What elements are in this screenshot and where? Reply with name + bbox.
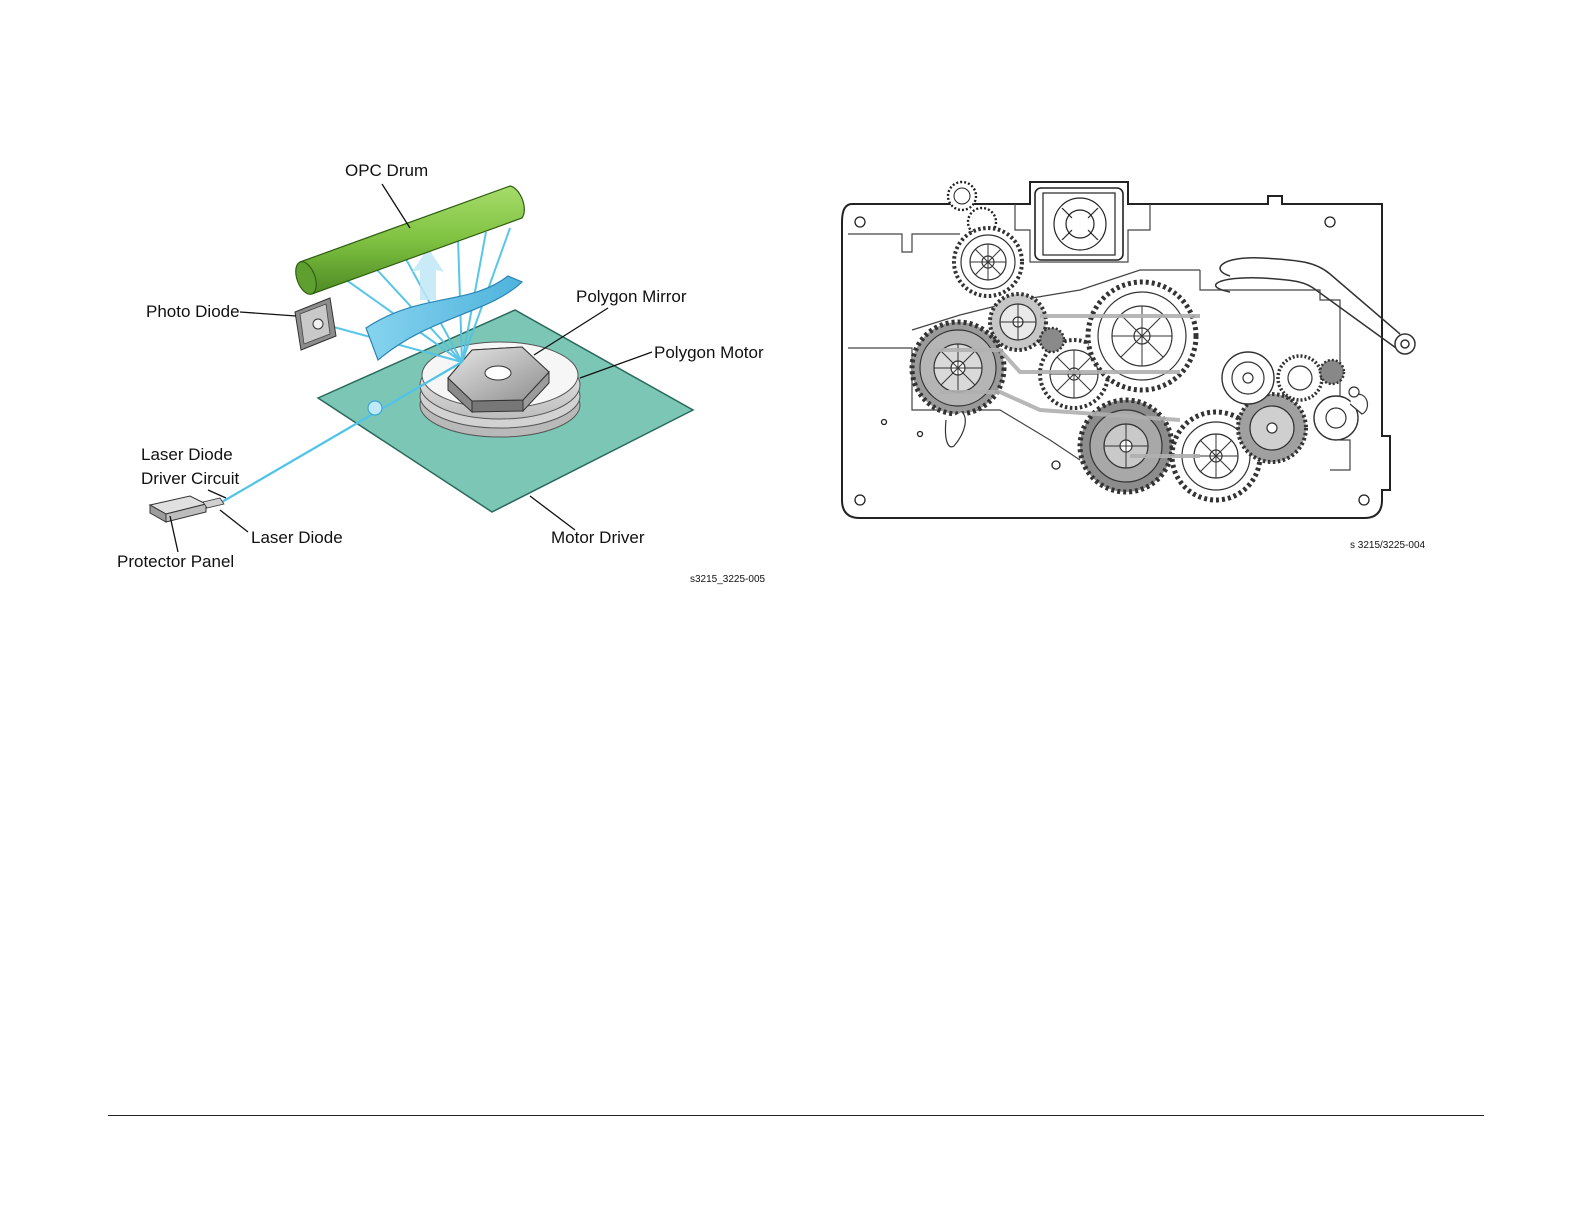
photo-diode	[295, 298, 336, 350]
label-laser-diode: Laser Diode	[251, 528, 343, 547]
label-laser-diode-driver-line1: Laser Diode	[141, 445, 233, 464]
label-polygon-motor: Polygon Motor	[654, 343, 764, 362]
beam-spot	[368, 401, 382, 415]
figure-code-left: s3215_3225-005	[690, 574, 766, 585]
laser-scanning-diagram: OPC Drum Photo Diode Polygon Mirror Poly…	[117, 161, 766, 585]
label-protector-panel: Protector Panel	[117, 552, 234, 571]
laser-diode-assembly	[150, 496, 224, 522]
cooling-fan	[1035, 188, 1123, 260]
label-laser-diode-driver-line2: Driver Circuit	[141, 469, 240, 488]
label-photo-diode: Photo Diode	[146, 302, 240, 321]
label-opc-drum: OPC Drum	[345, 161, 428, 180]
label-motor-driver: Motor Driver	[551, 528, 645, 547]
gear-drive-diagram: s 3215/3225-004	[842, 182, 1426, 551]
gear-upper-left	[954, 228, 1022, 296]
label-polygon-mirror: Polygon Mirror	[576, 287, 687, 306]
figure-code-right: s 3215/3225-004	[1350, 540, 1426, 551]
footer-divider	[108, 1115, 1484, 1116]
opc-drum	[292, 186, 525, 297]
gear-left-large	[912, 322, 1004, 414]
gear-center-small	[990, 294, 1046, 350]
